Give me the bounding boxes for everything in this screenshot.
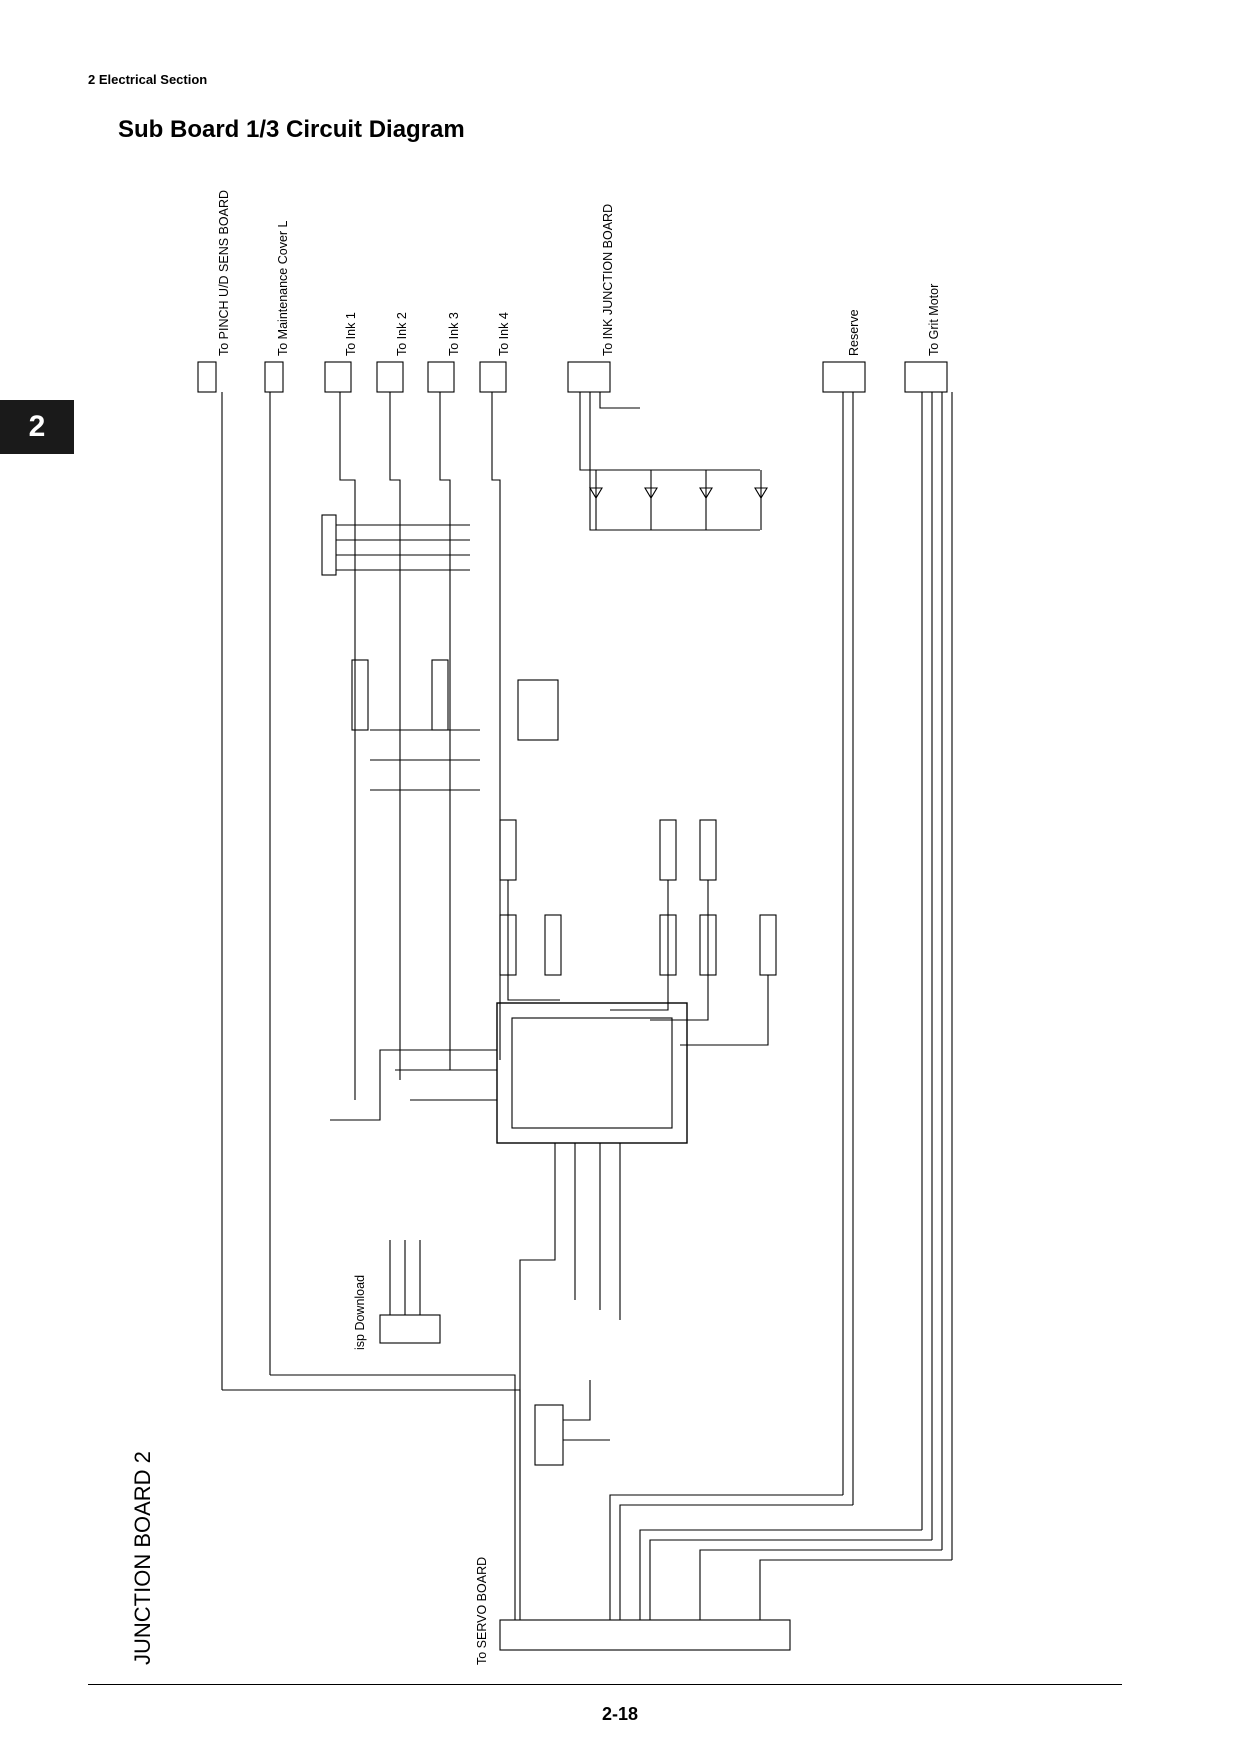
label-maint: To Maintenance Cover L bbox=[276, 220, 290, 356]
label-ink4: To Ink 4 bbox=[497, 312, 511, 356]
footer-rule bbox=[88, 1684, 1122, 1685]
board-label: JUNCTION BOARD 2 bbox=[130, 1451, 155, 1665]
page-number: 2-18 bbox=[601, 1704, 639, 1724]
servo-connector bbox=[499, 1619, 791, 1651]
label-ink1: To Ink 1 bbox=[344, 312, 358, 356]
label-grit: To Grit Motor bbox=[927, 284, 941, 356]
connector-ink3 bbox=[427, 361, 455, 393]
label-servo: To SERVO BOARD bbox=[475, 1557, 489, 1665]
isp-connector bbox=[379, 1314, 441, 1344]
connector-ink4 bbox=[479, 361, 507, 393]
buffer-ic bbox=[534, 1404, 564, 1466]
label-ink3: To Ink 3 bbox=[447, 312, 461, 356]
connector-ink2 bbox=[376, 361, 404, 393]
label-pinch: To PINCH U/D SENS BOARD bbox=[217, 190, 231, 356]
connector-ink1 bbox=[324, 361, 352, 393]
connector-grit bbox=[904, 361, 948, 393]
main-ic bbox=[496, 1002, 688, 1144]
resistor-array-upper bbox=[321, 514, 337, 576]
label-isp: isp Download bbox=[353, 1275, 367, 1350]
connector-pinch bbox=[197, 361, 217, 393]
page-title: Sub Board 1/3 Circuit Diagram bbox=[118, 116, 465, 143]
label-ink-junction: To INK JUNCTION BOARD bbox=[601, 204, 615, 356]
label-reserve: Reserve bbox=[847, 309, 861, 356]
connector-reserve bbox=[822, 361, 866, 393]
connector-ink-junction bbox=[567, 361, 611, 393]
chapter-tab: 2 bbox=[0, 400, 74, 454]
section-header: 2 Electrical Section bbox=[88, 72, 208, 87]
connector-maint bbox=[264, 361, 284, 393]
label-ink2: To Ink 2 bbox=[395, 312, 409, 356]
